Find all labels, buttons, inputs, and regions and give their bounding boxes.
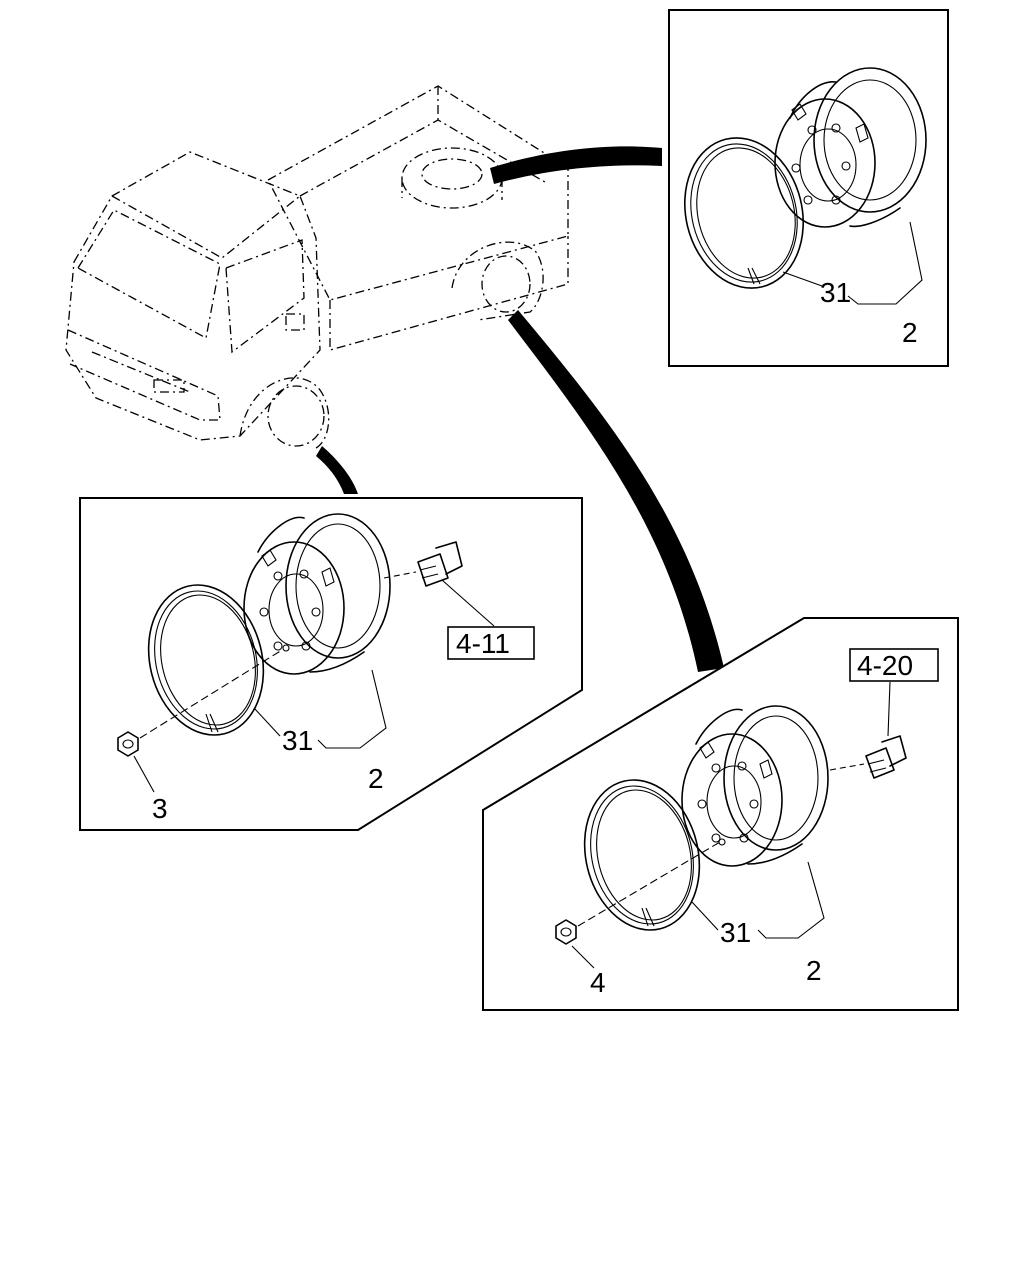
frame-bottom-right: 4-20 bbox=[482, 617, 959, 1011]
label-nut-bottom-right: 4 bbox=[590, 967, 606, 998]
bolt-bottom-right bbox=[829, 681, 907, 779]
nut-left bbox=[117, 649, 283, 757]
frame-top-right: 31 2 bbox=[668, 9, 949, 367]
ring-top-right bbox=[683, 137, 805, 289]
label-ring-bottom-right: 31 bbox=[720, 917, 751, 948]
ring-bottom-right bbox=[583, 779, 701, 931]
wheel-rim-top-right bbox=[774, 67, 927, 228]
ref-box-bottom-right bbox=[849, 648, 939, 682]
wheel-rim-left bbox=[243, 513, 391, 675]
label-wheel-bottom-right: 2 bbox=[806, 955, 822, 986]
label-ring-left: 31 bbox=[282, 725, 313, 756]
leader-curves bbox=[316, 146, 724, 672]
label-wheel-left: 2 bbox=[368, 763, 384, 794]
ring-left bbox=[147, 584, 265, 736]
nut-bottom-right bbox=[555, 841, 721, 945]
ref-label-bottom-right: 4-20 bbox=[857, 650, 913, 681]
frame-left: 4-11 31 2 3 bbox=[79, 497, 583, 831]
ref-label-left: 4-11 bbox=[456, 628, 510, 659]
wheel-rim-bottom-right bbox=[681, 705, 829, 867]
truck-outline bbox=[65, 85, 569, 449]
label-nut-left: 3 bbox=[152, 793, 168, 824]
bolt-left bbox=[383, 541, 463, 587]
label-wheel-top-right: 2 bbox=[902, 317, 918, 348]
ref-box-left bbox=[447, 626, 535, 660]
label-ring-top-right: 31 bbox=[820, 277, 851, 308]
